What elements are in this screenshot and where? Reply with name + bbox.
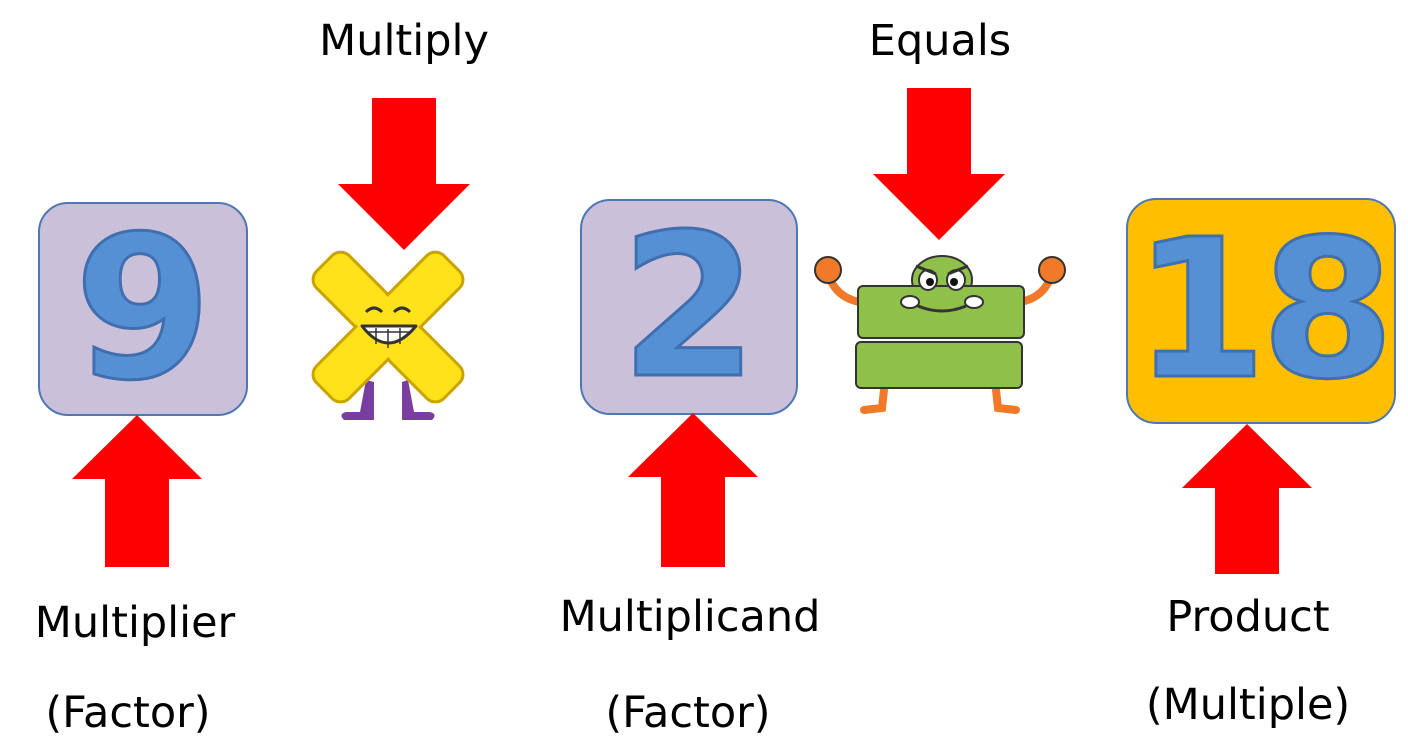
multiplicand-label: Multiplicand — [559, 592, 821, 642]
multiplicand-box: 2 — [580, 199, 798, 415]
multiplier-up-arrow — [72, 415, 202, 567]
product-multiple-note: (Multiple) — [1145, 680, 1351, 730]
smiling-times-sign-character-icon — [311, 250, 465, 420]
product-number: 18 — [1132, 199, 1396, 422]
multiply-down-arrow — [338, 98, 470, 250]
angry-equals-sign-character-icon — [814, 255, 1066, 414]
product-up-arrow — [1182, 424, 1312, 574]
multiplier-label: Multiplier — [34, 598, 236, 648]
multiply-label: Multiply — [319, 16, 489, 66]
multiplicand-factor-note: (Factor) — [605, 688, 771, 738]
multiplier-number: 9 — [73, 193, 214, 424]
product-label: Product — [1166, 592, 1330, 642]
product-box: 18 — [1126, 198, 1396, 424]
multiplicand-up-arrow — [628, 413, 758, 567]
equals-label: Equals — [868, 16, 1012, 66]
multiplicand-number: 2 — [619, 191, 760, 422]
multiplier-box: 9 — [38, 202, 248, 416]
equals-down-arrow — [873, 88, 1005, 240]
multiplier-factor-note: (Factor) — [45, 688, 211, 738]
